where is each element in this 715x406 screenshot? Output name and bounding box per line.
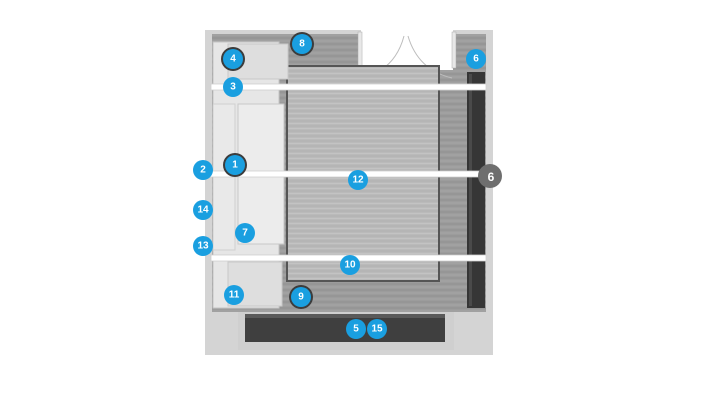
side-marker-label: 6: [488, 170, 495, 184]
badge-4[interactable]: 4: [221, 47, 245, 71]
badge-2[interactable]: 2: [193, 160, 213, 180]
side-marker: 6: [478, 164, 502, 188]
badge-label: 3: [230, 82, 236, 93]
badge-label: 13: [197, 241, 209, 252]
badge-label: 6: [473, 54, 479, 65]
cabinet-top: [245, 314, 445, 318]
light-bar-middle: [204, 170, 489, 178]
door-jamb-right: [451, 31, 457, 69]
number-badge-icon: [235, 223, 255, 243]
badge-label: 15: [371, 324, 383, 335]
wall-panel-highlight: [469, 74, 472, 306]
badge-label: 5: [353, 324, 359, 335]
cabinet-body: [245, 314, 445, 342]
badge-11[interactable]: 11: [224, 285, 244, 305]
sofa-bottom-seat: [227, 261, 283, 307]
badge-12[interactable]: 12: [348, 170, 368, 190]
badges: 1 2 3 4 5 6 7 8: [193, 32, 486, 339]
wall-marker-icon: [478, 164, 502, 188]
badge-label: 2: [200, 165, 206, 176]
badge-6[interactable]: 6: [466, 49, 486, 69]
light-bar-top: [210, 83, 487, 91]
number-badge-icon: [225, 155, 245, 175]
badge-label: 1: [232, 160, 238, 171]
badge-15[interactable]: 15: [367, 319, 387, 339]
number-badge-icon: [193, 160, 213, 180]
number-badge-icon: [346, 319, 366, 339]
badge-label: 14: [197, 205, 209, 216]
badge-1[interactable]: 1: [223, 153, 247, 177]
door-jamb-left: [357, 31, 363, 69]
badge-label: 8: [299, 39, 305, 50]
badge-9[interactable]: 9: [289, 285, 313, 309]
number-badge-icon: [193, 200, 213, 220]
double-door: [357, 30, 457, 79]
number-badge-icon: [291, 287, 311, 307]
number-badge-icon: [340, 255, 360, 275]
tv-cabinet: [245, 314, 445, 342]
badge-label: 12: [352, 175, 364, 186]
badge-10[interactable]: 10: [340, 255, 360, 275]
media-wall: [467, 72, 485, 308]
badge-7[interactable]: 7: [235, 223, 255, 243]
badge-label: 7: [242, 228, 248, 239]
number-badge-icon: [223, 77, 243, 97]
number-badge-icon: [193, 236, 213, 256]
badge-3[interactable]: 3: [223, 77, 243, 97]
number-badge-icon: [348, 170, 368, 190]
badge-label: 11: [229, 290, 240, 301]
number-badge-icon: [224, 285, 244, 305]
badge-label: 4: [230, 54, 236, 65]
badge-5[interactable]: 5: [346, 319, 366, 339]
badge-13[interactable]: 13: [193, 236, 213, 256]
number-badge-icon: [367, 319, 387, 339]
door-opening: [361, 30, 453, 70]
number-badge-icon: [466, 49, 486, 69]
number-badge-icon: [292, 34, 312, 54]
badge-8[interactable]: 8: [290, 32, 314, 56]
number-badge-icon: [223, 49, 243, 69]
badge-14[interactable]: 14: [193, 200, 213, 220]
door-swing-right: [407, 35, 453, 79]
badge-label: 9: [298, 292, 304, 303]
badge-label: 10: [344, 260, 356, 271]
